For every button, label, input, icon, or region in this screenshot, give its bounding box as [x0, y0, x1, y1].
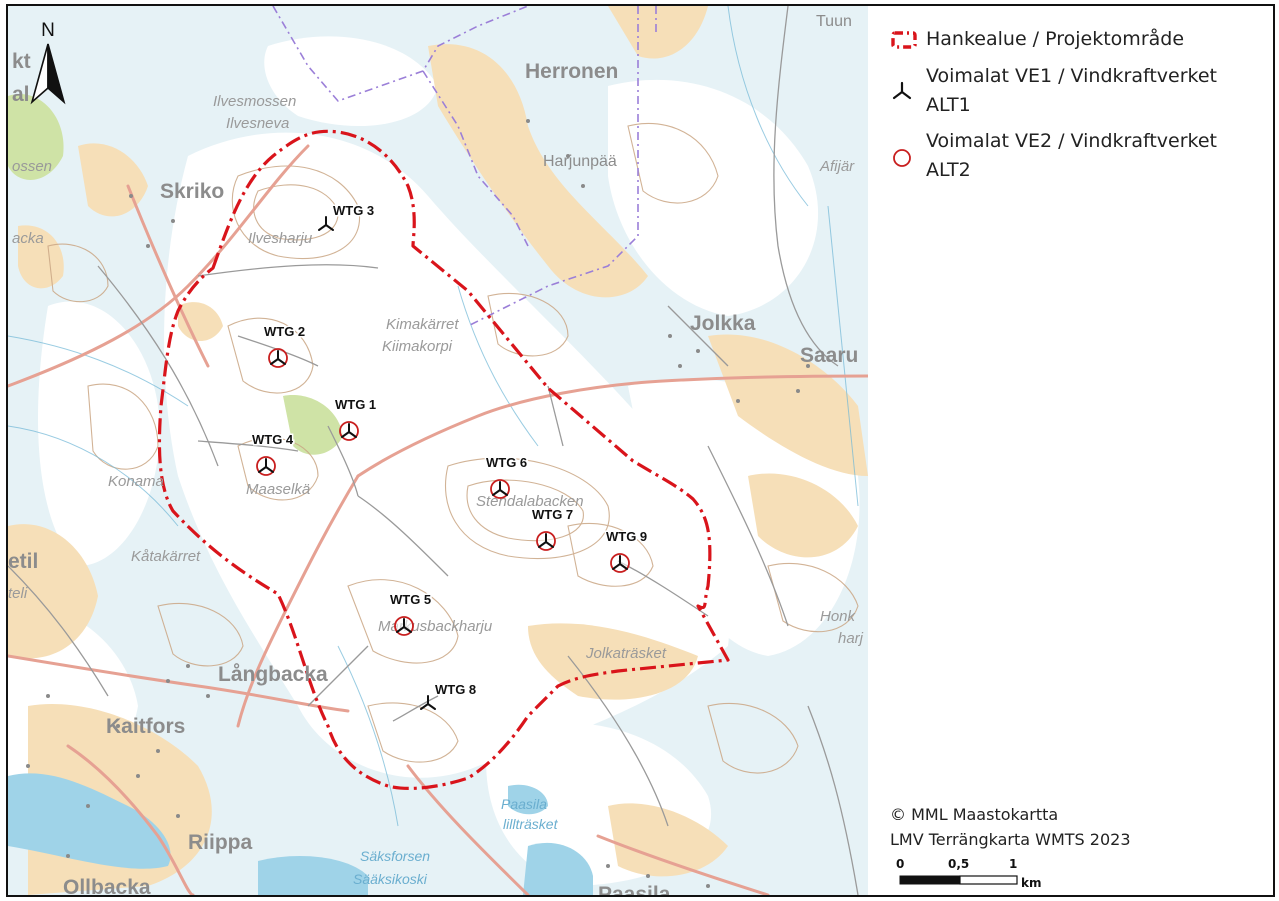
- turbine-icon: [318, 216, 334, 231]
- north-label: N: [41, 20, 55, 41]
- turbine-wtg4[interactable]: WTG 4: [251, 431, 295, 476]
- legend-label-ve2-line2: ALT2: [926, 159, 971, 181]
- place-label-afijar: Afijär: [819, 158, 855, 175]
- turbine-icon: [396, 618, 412, 633]
- turbine-wtg3[interactable]: WTG 3: [318, 202, 376, 231]
- turbine-label-wtg8: WTG 8: [435, 682, 476, 697]
- turbine-icon: [538, 533, 554, 548]
- turbine-alt2-icon: [893, 149, 911, 167]
- turbine-alt1-icon: [892, 81, 912, 100]
- water-bodies: [8, 773, 593, 895]
- place-label-etil: etil: [8, 550, 38, 573]
- turbine-label-wtg6: WTG 6: [486, 455, 527, 470]
- place-label-tuun: Tuun: [816, 13, 852, 30]
- scale-tick-05: 0,5: [948, 857, 969, 871]
- place-label-paasila: Paasila: [598, 883, 671, 895]
- streams: [8, 6, 859, 827]
- place-label-saaru: Saaru: [800, 344, 858, 367]
- place-label-honk: Honk: [820, 608, 857, 625]
- place-label-lilltrasket: lillträsket: [503, 816, 559, 832]
- place-label-ollbacka: Ollbacka: [63, 876, 151, 895]
- project-area-icon: [891, 31, 917, 49]
- north-arrow-right: [47, 43, 66, 105]
- scale-segment-black: [899, 875, 961, 885]
- place-label-kt: kt: [12, 50, 31, 73]
- credit-line-1: © MML Maastokartta: [890, 805, 1059, 824]
- place-label-ossen: ossen: [12, 158, 52, 175]
- turbine-wtg8[interactable]: WTG 8: [420, 681, 478, 710]
- place-label-paasila_lillt: Paasila: [501, 796, 547, 812]
- place-label-konama: Konama: [108, 473, 164, 490]
- turbine-markers: WTG 1 WTG 2 WTG 3 WTG 4 WTG 5 WTG 6 WTG 7 WTG 8…: [251, 202, 649, 710]
- meadow-areas: [8, 94, 343, 455]
- place-label-acka: acka: [12, 230, 44, 247]
- map-legend: Hankealue / Projektområde Voimalat VE1 /…: [868, 6, 1273, 895]
- scale-tick-0: 0: [896, 857, 904, 871]
- north-arrow: N: [30, 20, 66, 105]
- turbine-label-wtg7: WTG 7: [532, 507, 573, 522]
- turbine-label-wtg2: WTG 2: [264, 324, 305, 339]
- place-label-ilvesmossen: Ilvesmossen: [213, 93, 296, 110]
- place-label-teli: teli: [8, 585, 28, 602]
- turbine-wtg1[interactable]: WTG 1: [334, 396, 378, 441]
- turbine-label-wtg4: WTG 4: [252, 432, 294, 447]
- turbine-wtg6[interactable]: WTG 6: [485, 454, 529, 499]
- turbine-wtg5[interactable]: WTG 5: [389, 591, 433, 636]
- place-label-kimakarret: Kimakärret: [386, 316, 459, 333]
- turbine-label-wtg1: WTG 1: [335, 397, 376, 412]
- legend-label-project-area: Hankealue / Projektområde: [926, 28, 1185, 50]
- turbine-wtg2[interactable]: WTG 2: [263, 323, 307, 368]
- legend-label-ve1-line1: Voimalat VE1 / Vindkraftverket: [926, 65, 1217, 87]
- place-label-harjunpaa: Harjunpää: [543, 153, 617, 170]
- buildings: [26, 119, 810, 888]
- scale-segment-white: [959, 875, 1018, 885]
- place-label-herronen: Herronen: [525, 60, 618, 83]
- place-label-langbacka: Långbacka: [218, 663, 328, 686]
- map-credits: © MML Maastokartta LMV Terrängkarta WMTS…: [890, 802, 1131, 852]
- main-roads: [8, 144, 868, 895]
- place-label-katakarret: Kåtakärret: [131, 548, 201, 565]
- turbine-label-wtg9: WTG 9: [606, 529, 647, 544]
- scale-unit: km: [1021, 876, 1041, 890]
- place-label-maaselka: Maaselkä: [246, 481, 310, 498]
- place-label-jolkka: Jolkka: [690, 312, 756, 335]
- turbine-wtg9[interactable]: WTG 9: [605, 528, 649, 573]
- scale-bar: 0 0,5 1 km: [896, 857, 1041, 890]
- turbine-icon: [258, 458, 274, 473]
- admin-border: [272, 6, 657, 327]
- field-areas: [8, 6, 868, 895]
- place-label-al: al: [12, 83, 30, 106]
- place-label-saksforsen: Säksforsen: [360, 848, 430, 864]
- turbine-icon: [420, 695, 436, 710]
- place-label-riippa: Riippa: [188, 831, 252, 854]
- turbine-wtg7[interactable]: WTG 7: [531, 506, 575, 551]
- turbine-icon: [270, 350, 286, 365]
- turbine-icon: [341, 423, 357, 438]
- credit-line-2: LMV Terrängkarta WMTS 2023: [890, 830, 1131, 849]
- turbine-icon: [492, 481, 508, 496]
- place-label-kaitfors: Kaitfors: [106, 715, 185, 738]
- legend-label-ve2-line1: Voimalat VE2 / Vindkraftverket: [926, 130, 1217, 152]
- place-label-skriko: Skriko: [160, 180, 224, 203]
- scale-tick-1: 1: [1009, 857, 1017, 871]
- place-label-saaksikoski: Sääksikoski: [353, 871, 428, 887]
- place-label-kiimakorpi: Kiimakorpi: [382, 338, 453, 355]
- turbine-label-wtg3: WTG 3: [333, 203, 374, 218]
- project-area-boundary[interactable]: [157, 129, 730, 790]
- turbine-icon: [612, 555, 628, 570]
- turbine-label-wtg5: WTG 5: [390, 592, 431, 607]
- place-label-jolkatrasket: Jolkaträsket: [585, 645, 667, 662]
- place-label-harj: harj: [838, 630, 864, 647]
- place-label-ilvesharju: Ilvesharju: [248, 230, 313, 247]
- legend-label-ve1-line2: ALT1: [926, 94, 971, 116]
- place-label-ilvesneva: Ilvesneva: [226, 115, 289, 132]
